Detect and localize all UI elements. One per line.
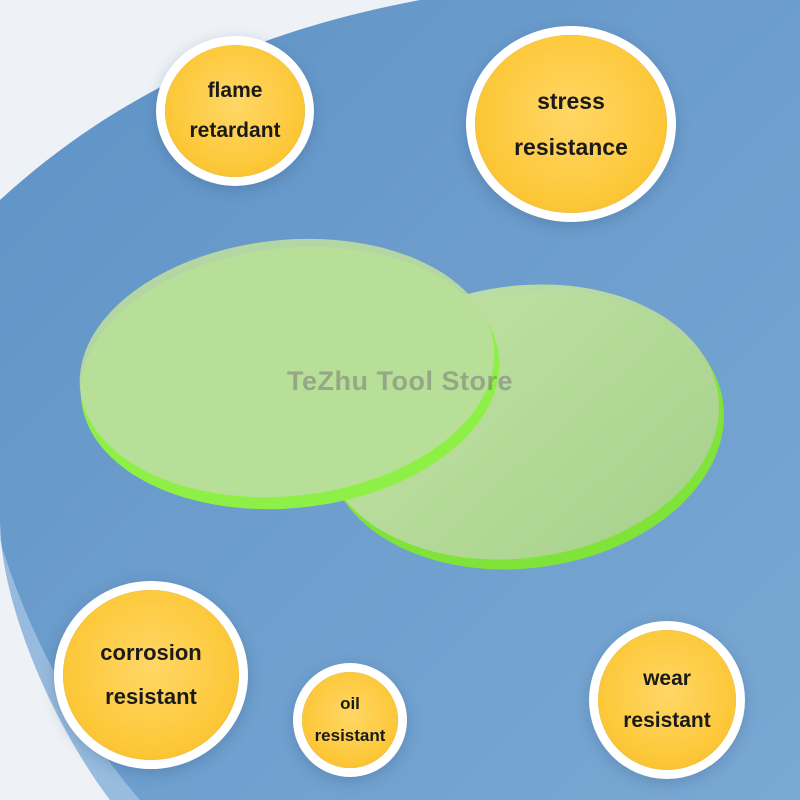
badge-stress-resistance: stress resistance [475, 35, 667, 213]
store-watermark: TeZhu Tool Store [287, 366, 513, 396]
badge-line: stress [537, 88, 605, 114]
badge-line: resistant [314, 726, 386, 745]
badge-line: resistant [105, 684, 197, 709]
badge-line: resistant [623, 709, 711, 732]
badge-corrosion-resistant: corrosion resistant [63, 590, 239, 760]
badge-line: flame [207, 79, 263, 102]
badge-flame-retardant: flame retardant [165, 45, 305, 177]
badge-line: oil [340, 694, 360, 713]
badge-wear-resistant: wear resistant [598, 630, 736, 770]
badge-line: corrosion [100, 640, 202, 665]
disc-left [79, 238, 500, 510]
badge-line: retardant [189, 119, 281, 142]
badge-line: resistance [514, 134, 628, 160]
badge-oil-resistant: oil resistant [302, 672, 398, 768]
badge-line: wear [643, 667, 691, 690]
